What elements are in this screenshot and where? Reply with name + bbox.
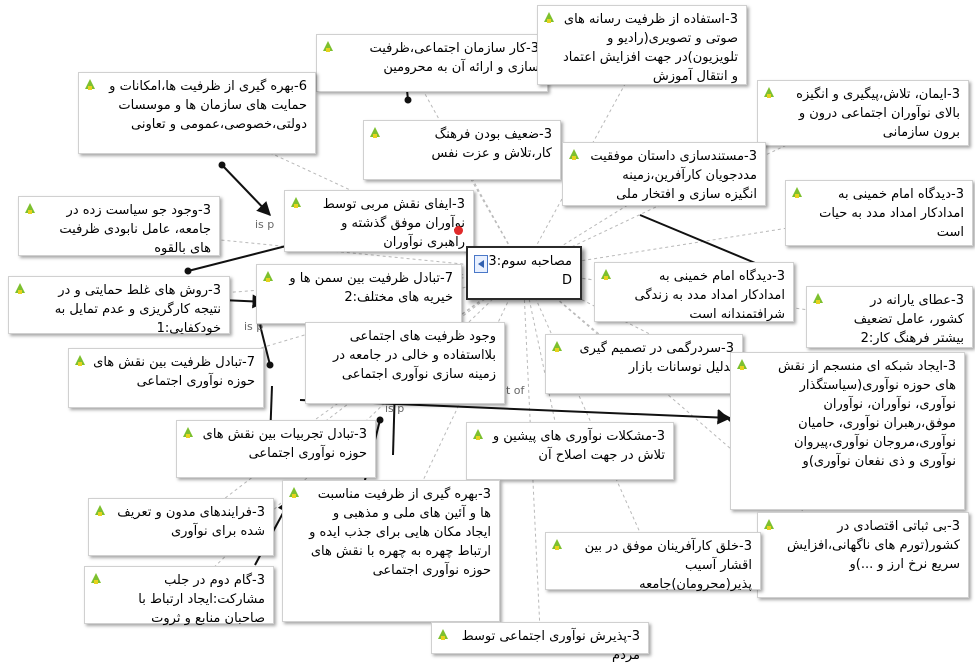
node-card[interactable]: 7-تبادل ظرفيت بين نقش های حوزه نوآوری اج…	[68, 348, 264, 408]
quotation-icon	[792, 187, 802, 198]
node-card[interactable]: 3-بهره گيری از ظرفيت مناسبت ها و آئين ها…	[282, 480, 500, 622]
quotation-icon	[75, 355, 85, 366]
node-text: 3-ديدگاه امام خمينی به امدادكار امداد مد…	[634, 269, 785, 322]
speaker-icon	[474, 255, 488, 273]
node-text: 3-ايمان، تلاش،پيگيری و انگيزه بالای نوآو…	[796, 87, 960, 140]
node-card[interactable]: 3-روش های غلط حمايتی و در نتيجه كارگريزی…	[8, 276, 230, 336]
edge-label: t of	[506, 384, 526, 397]
edge-label: is p	[385, 402, 404, 415]
quotation-icon	[813, 293, 823, 304]
node-text: 3-استفاده از ظرفيت رسانه های صوتی و تصوي…	[563, 12, 738, 84]
node-card[interactable]: 3-گام دوم در جلب مشاركت:ايجاد ارتباط با …	[84, 566, 274, 626]
node-card[interactable]: 3-ديدگاه امام خمينی به امدادكار امداد مد…	[785, 180, 973, 246]
quotation-icon	[552, 341, 562, 352]
node-text: وجود ظرفيت های اجتماعی بلااستفاده و خالی…	[332, 329, 496, 382]
node-text: 3-پذيرش نوآوری اجتماعی توسط مردم	[461, 629, 640, 663]
quotation-icon	[91, 573, 101, 584]
node-text: 6-بهره گيری از ظرفيت ها،امكانات و حمايت …	[109, 79, 307, 132]
node-card[interactable]: 3-استفاده از ظرفيت رسانه های صوتی و تصوي…	[537, 5, 747, 85]
node-text: 3-ايفای نقش مربی توسط نوآوران موفق گذشته…	[322, 197, 465, 250]
node-card[interactable]: 3-ديدگاه امام خمينی به امدادكار امداد مد…	[594, 262, 794, 322]
quotation-icon	[438, 629, 448, 640]
quotation-icon	[764, 519, 774, 530]
quotation-icon	[544, 12, 554, 23]
node-text: 3-ديدگاه امام خمينی به امدادكار امداد مد…	[819, 187, 964, 240]
node-text: 7-تبادل ظرفيت بين نقش های حوزه نوآوری اج…	[93, 355, 255, 389]
node-card[interactable]: 3-كار سازمان اجتماعی،ظرفيت سازی و ارائه …	[316, 34, 548, 92]
node-text: 3-مشكلات نوآوری های پيشين و تلاش در جهت …	[492, 429, 665, 463]
node-card[interactable]: 3-وجود جو سياست زده در جامعه، عامل نابود…	[18, 196, 220, 256]
node-text: 3-بهره گيری از ظرفيت مناسبت ها و آئين ها…	[309, 487, 491, 578]
node-card[interactable]: 3-تبادل تجربيات بين نقش های حوزه نوآوری …	[176, 420, 376, 478]
quotation-icon	[601, 269, 611, 280]
center-node-label: مصاحبه سوم:3 D	[488, 254, 572, 288]
node-text: 3-گام دوم در جلب مشاركت:ايجاد ارتباط با …	[138, 573, 265, 626]
quotation-icon	[85, 79, 95, 90]
node-text: 3-كار سازمان اجتماعی،ظرفيت سازی و ارائه …	[369, 41, 539, 75]
node-card[interactable]: 3-خلق كارآفرينان موفق در بين اقشار آسيب …	[545, 532, 761, 592]
node-card[interactable]: 3-سردرگمی در تصميم گيری بدليل نوسانات با…	[545, 334, 743, 394]
node-card[interactable]: 3-عطای يارانه در كشور، عامل تضعيف بيشتر …	[806, 286, 973, 348]
quotation-icon	[370, 127, 380, 138]
quotation-icon	[183, 427, 193, 438]
node-card[interactable]: 3-فرايندهای مدون و تعريف شده برای نوآوری	[88, 498, 274, 556]
quotation-icon	[552, 539, 562, 550]
quotation-icon	[569, 149, 579, 160]
quotation-icon	[737, 359, 747, 370]
quotation-icon	[764, 87, 774, 98]
status-dot-icon	[454, 226, 463, 235]
node-text: 3-فرايندهای مدون و تعريف شده برای نوآوری	[117, 505, 265, 539]
edge-label: is p	[255, 218, 274, 231]
node-card[interactable]: 3-بی ثباتی اقتصادی در كشور(تورم های ناگه…	[757, 512, 969, 598]
node-text: 3-تبادل تجربيات بين نقش های حوزه نوآوری …	[202, 427, 367, 461]
quotation-icon	[291, 197, 301, 208]
quotation-icon	[95, 505, 105, 516]
quotation-icon	[289, 487, 299, 498]
node-text: 3-عطای يارانه در كشور، عامل تضعيف بيشتر …	[853, 293, 964, 346]
node-card[interactable]: 7-تبادل ظرفيت بين سمن ها و خيريه های مخت…	[256, 264, 462, 324]
node-text: 3-سردرگمی در تصميم گيری بدليل نوسانات با…	[579, 341, 734, 375]
quotation-icon	[263, 271, 273, 282]
quotation-icon	[323, 41, 333, 52]
quotation-icon	[473, 429, 483, 440]
node-text: 3-مستندسازی داستان موفقيت مددجويان كارآف…	[590, 149, 757, 202]
node-text: 3-بی ثباتی اقتصادی در كشور(تورم های ناگه…	[787, 519, 960, 572]
node-card[interactable]: 3-مستندسازی داستان موفقيت مددجويان كارآف…	[562, 142, 766, 206]
node-text: 3-ايجاد شبكه ای منسجم از نقش های حوزه نو…	[778, 359, 956, 469]
node-text: 3-خلق كارآفرينان موفق در بين اقشار آسيب …	[584, 539, 752, 592]
node-text: 3-وجود جو سياست زده در جامعه، عامل نابود…	[59, 203, 211, 256]
node-text: 3-روش های غلط حمايتی و در نتيجه كارگريزی…	[54, 283, 221, 336]
center-node[interactable]: مصاحبه سوم:3 D	[454, 226, 582, 300]
quotation-icon	[25, 203, 35, 214]
node-card[interactable]: وجود ظرفيت های اجتماعی بلااستفاده و خالی…	[305, 322, 505, 404]
node-card[interactable]: 3-ايفای نقش مربی توسط نوآوران موفق گذشته…	[284, 190, 474, 252]
node-card[interactable]: 6-بهره گيری از ظرفيت ها،امكانات و حمايت …	[78, 72, 316, 154]
node-card[interactable]: 3-ايمان، تلاش،پيگيری و انگيزه بالای نوآو…	[757, 80, 969, 146]
node-card[interactable]: 3-ضعيف بودن فرهنگ كار،تلاش و عزت نفس	[363, 120, 561, 180]
node-text: 7-تبادل ظرفيت بين سمن ها و خيريه های مخت…	[289, 271, 453, 305]
quotation-icon	[15, 283, 25, 294]
node-card[interactable]: 3-مشكلات نوآوری های پيشين و تلاش در جهت …	[466, 422, 674, 480]
node-card[interactable]: 3-پذيرش نوآوری اجتماعی توسط مردم	[431, 622, 649, 663]
node-card[interactable]: 3-ايجاد شبكه ای منسجم از نقش های حوزه نو…	[730, 352, 965, 510]
node-text: 3-ضعيف بودن فرهنگ كار،تلاش و عزت نفس	[431, 127, 552, 161]
